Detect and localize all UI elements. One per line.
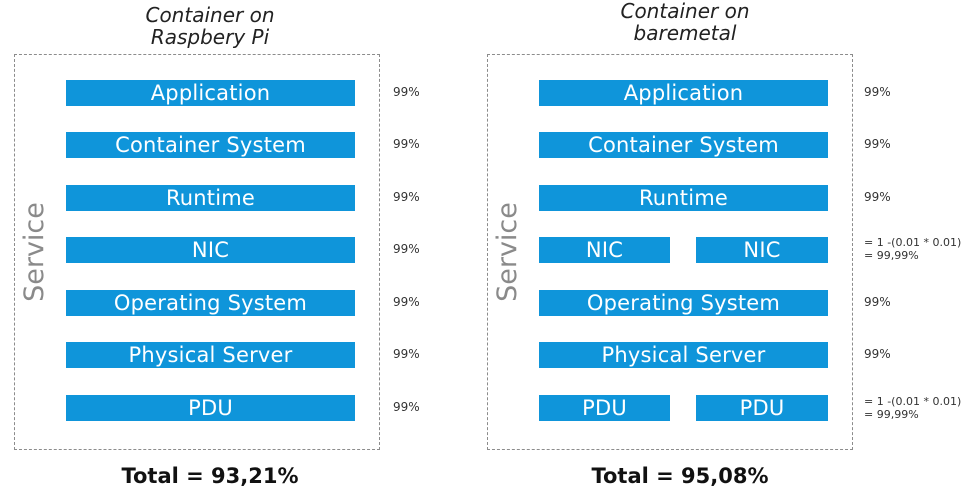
right-layer-application: Application [539,80,828,106]
right-availability-runtime: 99% [864,190,891,204]
left-service-label: Service [19,202,50,302]
right-availability-operating-system: 99% [864,295,891,309]
left-layer-application: Application [66,80,355,106]
left-title: Container on Raspbery Pi [95,4,325,48]
right-service-label: Service [492,202,523,302]
right-availability-nic-result: = 99,99% [864,249,919,262]
left-layer-nic: NIC [66,237,355,263]
right-service-frame [487,54,853,450]
right-layer-pdu-b: PDU [696,395,828,421]
right-layer-nic-a: NIC [539,237,670,263]
right-layer-runtime: Runtime [539,185,828,211]
right-availability-pdu-result: = 99,99% [864,408,919,421]
right-availability-pdu: = 1 -(0.01 * 0.01) = 99,99% [864,395,961,421]
left-availability-runtime: 99% [393,190,420,204]
left-total: Total = 93,21% [121,464,299,488]
right-availability-application: 99% [864,85,891,99]
right-availability-nic-formula: = 1 -(0.01 * 0.01) [864,236,962,249]
right-title: Container on baremetal [570,0,800,44]
right-layer-operating-system: Operating System [539,290,828,316]
left-layer-container-system: Container System [66,132,355,158]
left-layer-operating-system: Operating System [66,290,355,316]
right-title-line-1: Container on [620,0,750,23]
right-availability-container-system: 99% [864,137,891,151]
left-availability-physical-server: 99% [393,347,420,361]
right-layer-container-system: Container System [539,132,828,158]
left-availability-operating-system: 99% [393,295,420,309]
left-availability-pdu: 99% [393,400,420,414]
left-title-line-1: Container on [145,3,275,27]
left-title-line-2: Raspbery Pi [150,25,270,49]
right-title-line-2: baremetal [633,21,737,45]
left-availability-application: 99% [393,85,420,99]
right-layer-pdu-a: PDU [539,395,670,421]
left-layer-runtime: Runtime [66,185,355,211]
right-availability-pdu-formula: = 1 -(0.01 * 0.01) [864,395,962,408]
right-total: Total = 95,08% [591,464,769,488]
left-availability-nic: 99% [393,242,420,256]
right-availability-physical-server: 99% [864,347,891,361]
left-service-frame [14,54,380,450]
left-layer-pdu: PDU [66,395,355,421]
left-layer-physical-server: Physical Server [66,342,355,368]
left-availability-container-system: 99% [393,137,420,151]
right-availability-nic: = 1 -(0.01 * 0.01) = 99,99% [864,236,961,262]
right-layer-physical-server: Physical Server [539,342,828,368]
right-layer-nic-b: NIC [696,237,828,263]
